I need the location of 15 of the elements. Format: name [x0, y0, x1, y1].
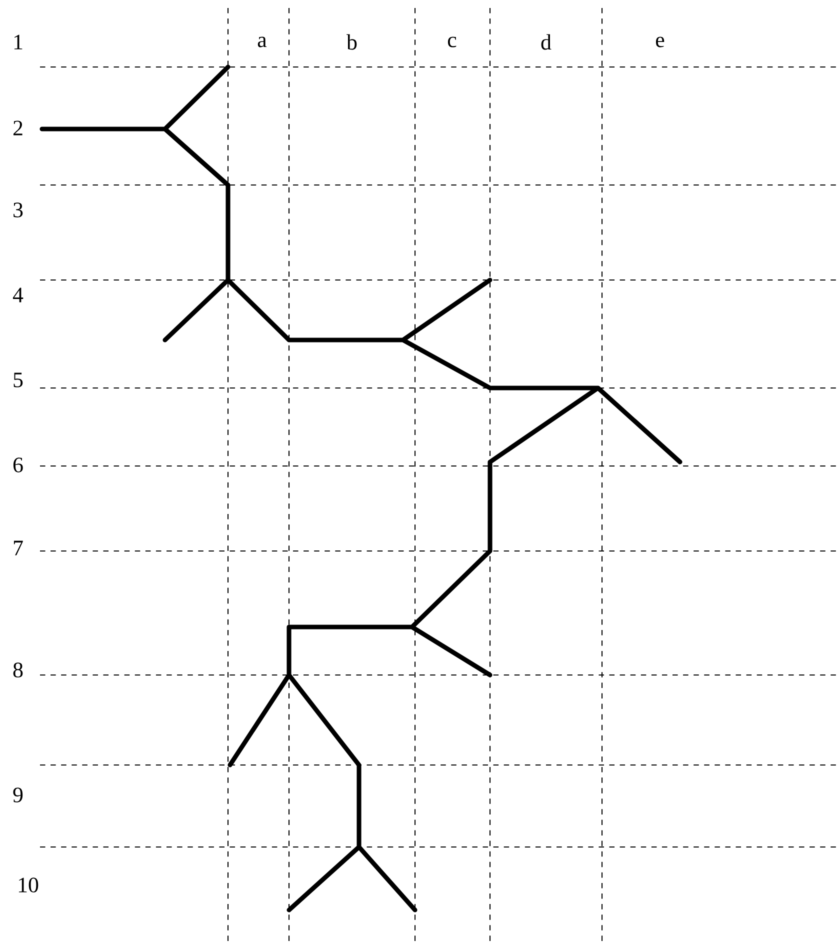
- column-letter: c: [448, 36, 456, 48]
- column-letter: d: [541, 34, 552, 50]
- row-number: 8: [13, 662, 23, 678]
- column-letter: e: [656, 36, 664, 48]
- row-number: 3: [14, 202, 23, 218]
- row-number: 7: [14, 540, 23, 556]
- row-number: 4: [12, 288, 24, 302]
- column-letter: b: [346, 34, 357, 50]
- row-number: 2: [13, 120, 22, 136]
- row-number: 6: [13, 458, 23, 472]
- row-number: 10: [18, 878, 38, 892]
- column-letter: a: [258, 36, 267, 48]
- row-number: 5: [14, 372, 23, 388]
- row-number: 1: [14, 34, 22, 50]
- row-number: 9: [13, 788, 23, 802]
